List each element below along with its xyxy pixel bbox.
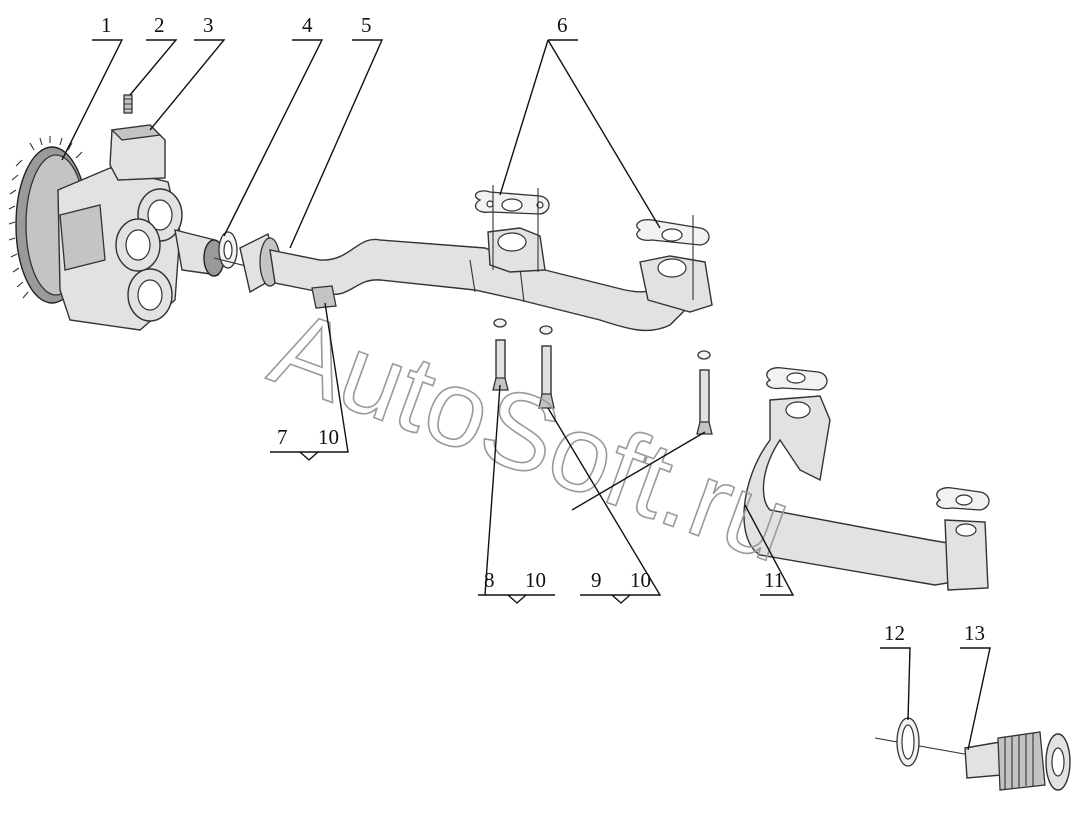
pump-outlet-gasket [218, 231, 238, 269]
callout-3: 3 [203, 13, 214, 37]
callout-labels: 1 2 3 4 5 6 7 10 8 10 9 10 11 12 13 [101, 13, 985, 645]
callout-8: 8 [484, 568, 495, 592]
callout-7: 7 [277, 425, 288, 449]
oil-suction-pipe [743, 367, 990, 591]
callout-6: 6 [557, 13, 568, 37]
callout-13: 13 [964, 621, 985, 645]
o-ring-seal [896, 717, 920, 767]
leader-lines [61, 39, 991, 751]
callout-1: 1 [101, 13, 112, 37]
callout-11: 11 [764, 568, 784, 592]
pipe-clamp-bolt [311, 285, 337, 309]
flange-gasket-right [636, 219, 710, 246]
threaded-fitting [964, 731, 1071, 791]
flange-gasket-left [474, 190, 550, 215]
callout-4: 4 [302, 13, 313, 37]
watermark-text: AutoSoft.ru [257, 286, 806, 585]
callout-5: 5 [361, 13, 372, 37]
callout-2: 2 [154, 13, 165, 37]
callout-12: 12 [884, 621, 905, 645]
bolts-and-washers [492, 318, 713, 435]
oil-delivery-pipe [239, 227, 713, 332]
callout-8-10: 10 [525, 568, 546, 592]
callout-7-10: 10 [318, 425, 339, 449]
oil-pump-assembly [8, 94, 225, 331]
callout-9: 9 [591, 568, 602, 592]
callout-9-10: 10 [630, 568, 651, 592]
watermark: AutoSoft.ru [256, 285, 807, 585]
